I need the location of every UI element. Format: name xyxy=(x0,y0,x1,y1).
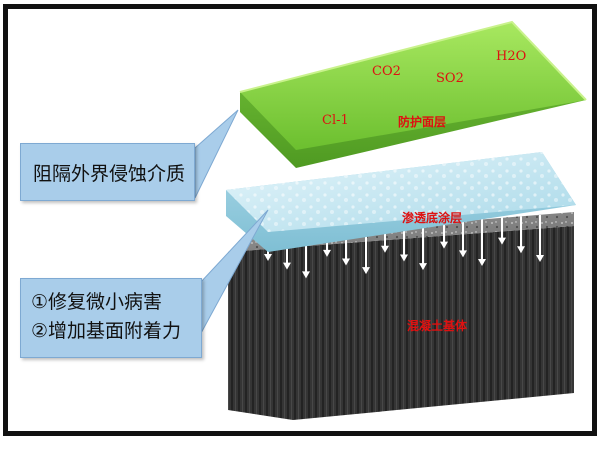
repair-callout-line-1: ①修复微小病害 xyxy=(31,291,163,313)
middle-layer-label: 渗透底涂层 xyxy=(402,210,462,225)
outer-frame xyxy=(3,4,597,436)
penetration-arrow-head xyxy=(283,262,291,270)
base-layer-label: 混凝土基体 xyxy=(407,318,468,333)
top-layer-highlight xyxy=(239,20,587,101)
penetration-arrow-head xyxy=(517,246,525,254)
penetration-arrow-head xyxy=(362,267,370,275)
barrier-leader xyxy=(194,109,239,199)
h2o-label: H2O xyxy=(496,49,526,64)
repair-callout: ①修复微小病害 ②增加基面附着力 xyxy=(20,278,202,358)
middle-layer-frost xyxy=(226,152,576,232)
penetration-arrow-head xyxy=(302,271,310,279)
chloride-label: Cl-1 xyxy=(322,113,349,128)
base-front-face xyxy=(228,226,574,420)
penetration-arrow-head xyxy=(459,250,467,258)
top-layer-label: 防护面层 xyxy=(398,114,446,129)
penetration-arrow-head xyxy=(342,258,350,266)
penetration-arrow-head xyxy=(264,254,272,261)
barrier-callout-text: 阻隔外界侵蚀介质 xyxy=(33,163,186,185)
co2-label: CO2 xyxy=(372,64,401,79)
penetration-arrows xyxy=(264,214,544,279)
penetration-arrow-head xyxy=(478,259,486,267)
penetration-arrow-head xyxy=(381,245,389,253)
repair-callout-line-2: ②增加基面附着力 xyxy=(31,320,182,342)
middle-layer xyxy=(226,152,576,252)
so2-label: SO2 xyxy=(436,71,464,86)
barrier-callout: 阻隔外界侵蚀介质 xyxy=(20,143,195,201)
penetration-arrow-head xyxy=(419,263,427,271)
base-shading xyxy=(228,226,574,420)
penetration-arrow-head xyxy=(323,249,331,257)
penetration-arrow-head xyxy=(536,254,544,262)
top-layer-face xyxy=(240,22,586,150)
penetration-arrow-head xyxy=(498,237,506,245)
penetration-arrow-head xyxy=(440,241,448,249)
penetration-arrow-head xyxy=(400,254,408,262)
top-layer xyxy=(239,20,587,168)
